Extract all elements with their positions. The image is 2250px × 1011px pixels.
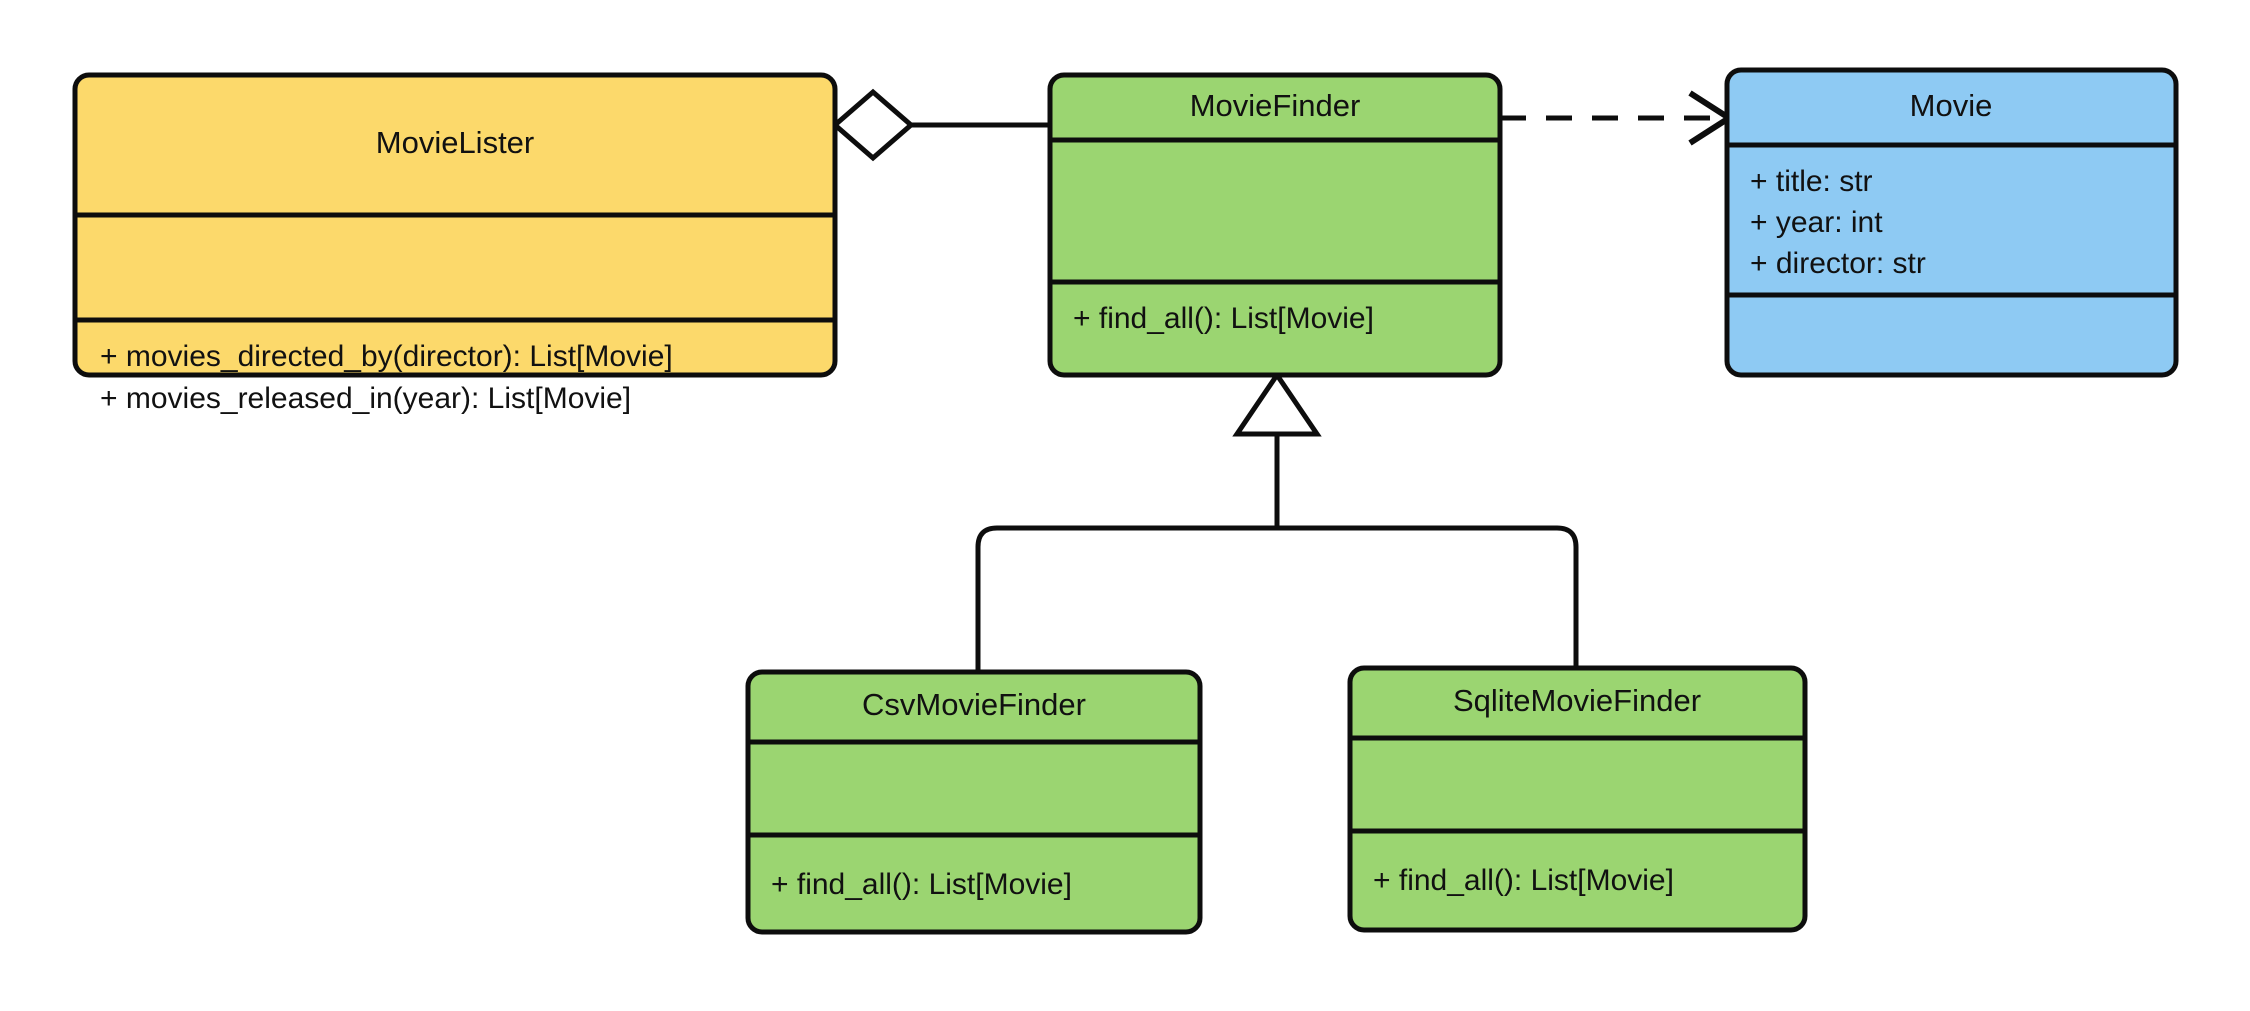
generalization-branch-csv — [975, 525, 1277, 672]
movie-attribute-1: + year: int — [1750, 206, 1883, 239]
csv-movie-finder-class-name: CsvMovieFinder — [862, 687, 1086, 722]
movie-class-name: Movie — [1910, 88, 1993, 123]
sqlite-movie-finder-class-name: SqliteMovieFinder — [1453, 683, 1701, 718]
movie-lister-method-0: + movies_directed_by(director): List[Mov… — [100, 340, 673, 373]
sqlite-movie-finder-body — [1347, 665, 1808, 933]
relationship-aggregation-lister-finder — [831, 88, 1050, 162]
class-box-movie[interactable]: Movie + title: str + year: int + directo… — [1724, 67, 2179, 378]
movie-attribute-0: + title: str — [1750, 165, 1873, 198]
movie-lister-body — [72, 72, 838, 378]
class-box-csv-movie-finder[interactable]: CsvMovieFinder + find_all(): List[Movie] — [745, 669, 1203, 935]
movie-attribute-2: + director: str — [1750, 247, 1926, 280]
hollow-diamond-icon — [831, 88, 915, 162]
generalization-branch-sqlite — [1277, 525, 1579, 668]
csv-movie-finder-method-0: + find_all(): List[Movie] — [771, 868, 1072, 901]
movie-finder-class-name: MovieFinder — [1190, 88, 1361, 123]
csv-movie-finder-body — [745, 669, 1203, 935]
movie-finder-body — [1047, 72, 1503, 378]
relationship-dependency-finder-movie — [1500, 90, 1735, 146]
class-box-movie-finder[interactable]: MovieFinder + find_all(): List[Movie] — [1047, 72, 1503, 378]
movie-finder-method-0: + find_all(): List[Movie] — [1073, 302, 1374, 335]
movie-lister-method-1: + movies_released_in(year): List[Movie] — [100, 382, 631, 415]
class-box-sqlite-movie-finder[interactable]: SqliteMovieFinder + find_all(): List[Mov… — [1347, 665, 1808, 933]
hollow-triangle-icon — [1232, 370, 1322, 437]
relationship-generalization-tree — [975, 370, 1579, 672]
movie-lister-class-name: MovieLister — [376, 125, 535, 160]
sqlite-movie-finder-method-0: + find_all(): List[Movie] — [1373, 864, 1674, 897]
class-box-movie-lister[interactable]: MovieLister + movies_directed_by(directo… — [72, 72, 838, 415]
